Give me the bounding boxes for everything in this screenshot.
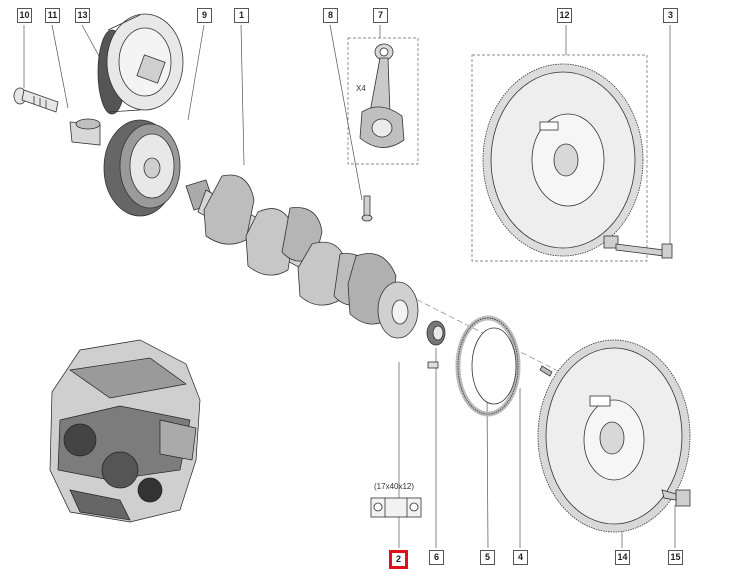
ring-5-drawing <box>455 315 521 417</box>
part-label-5[interactable]: 5 <box>480 550 495 565</box>
part-label-4[interactable]: 4 <box>513 550 528 565</box>
part-label-14[interactable]: 14 <box>615 550 630 565</box>
bolt-8-drawing <box>361 195 373 222</box>
crankshaft-1-drawing <box>185 174 419 339</box>
part-label-13[interactable]: 13 <box>75 8 90 23</box>
quantity-note-x4: X4 <box>356 84 366 93</box>
flywheel-14-drawing <box>537 339 691 533</box>
key-11-drawing <box>69 118 101 146</box>
part-label-9[interactable]: 9 <box>197 8 212 23</box>
bolt-3-drawing <box>603 235 673 259</box>
screw-4-drawing <box>539 365 553 377</box>
bolt-15-drawing <box>661 489 691 507</box>
shell-2-drawing <box>370 497 422 518</box>
part-label-12[interactable]: 12 <box>557 8 572 23</box>
part-label-10[interactable]: 10 <box>17 8 32 23</box>
pulley-9-drawing <box>103 119 181 217</box>
part-label-11[interactable]: 11 <box>45 8 60 23</box>
conrod-frame <box>347 37 419 165</box>
flywheel-frame <box>471 54 648 262</box>
part-label-7[interactable]: 7 <box>373 8 388 23</box>
dimension-note: (17x40x12) <box>374 482 415 491</box>
engine-illustration <box>49 339 201 523</box>
flywheel-12-drawing <box>482 63 644 257</box>
bolt-10-drawing <box>13 87 59 113</box>
conrod-7-drawing <box>359 43 405 148</box>
part-label-2-selected[interactable]: 2 <box>389 550 408 569</box>
part-label-15[interactable]: 15 <box>668 550 683 565</box>
bearing-6-drawing <box>426 320 446 369</box>
pulley-13-drawing <box>97 13 184 115</box>
part-label-8[interactable]: 8 <box>323 8 338 23</box>
part-label-1[interactable]: 1 <box>234 8 249 23</box>
part-label-3[interactable]: 3 <box>663 8 678 23</box>
part-label-6[interactable]: 6 <box>429 550 444 565</box>
